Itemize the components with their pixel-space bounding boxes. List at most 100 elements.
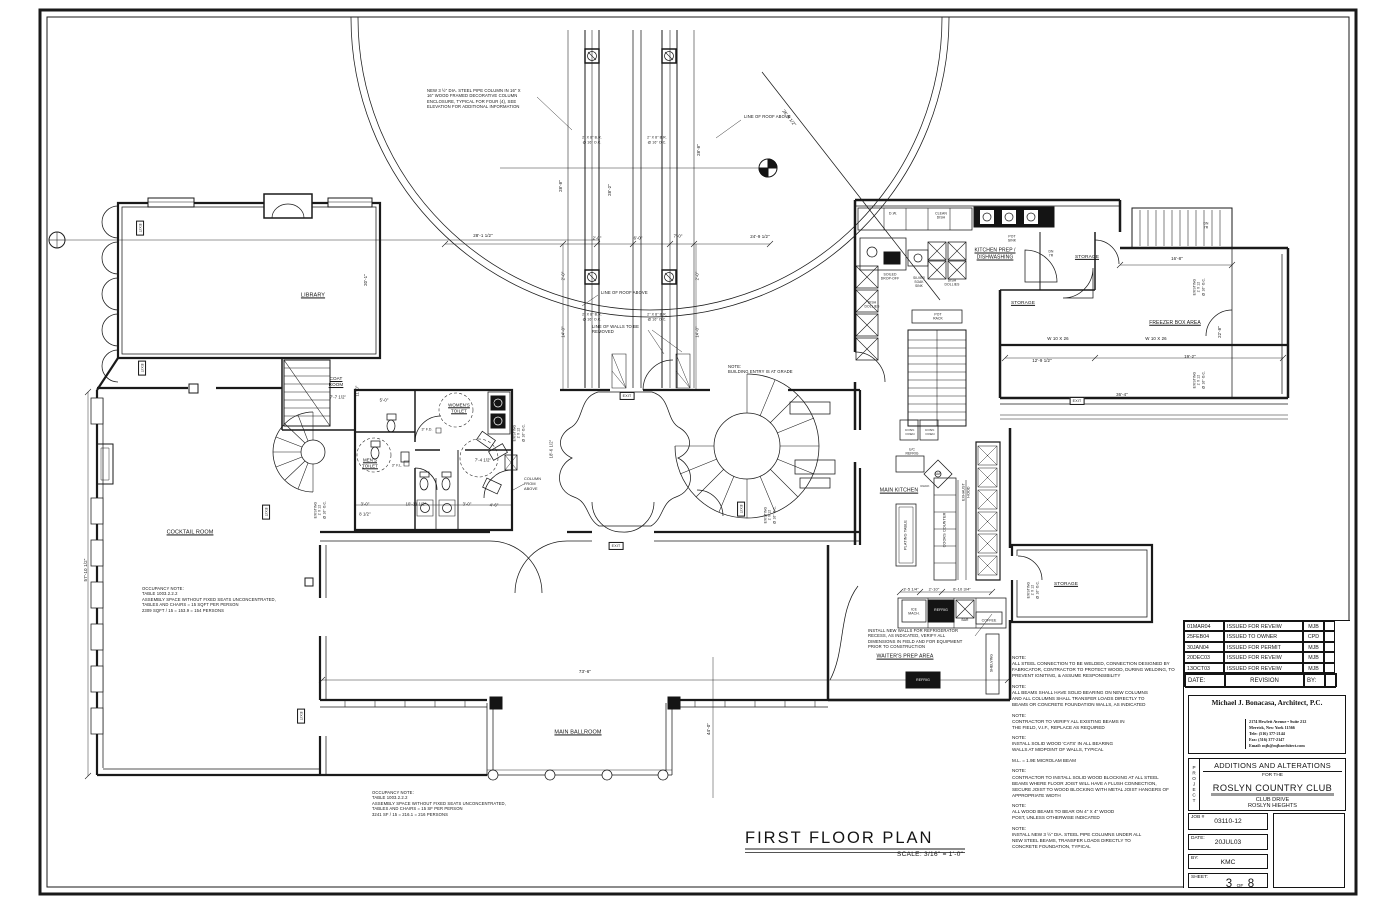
project-line5: ROSLYN HIEGHTS [1247,803,1297,809]
sheet-of: OF [1236,884,1244,889]
note-refrigerator-recess: INSTALL NEW WALLS FOR REFRIGERATOR RECES… [868,628,963,650]
room-label-kitchen-prep: KITCHEN PREP / DISHWASHING [974,247,1016,261]
project-box: PROJECT ADDITIONS AND ALTERATIONS FOR TH… [1188,758,1346,811]
revision-cell: 13OCT03 [1184,662,1224,673]
occupancy-note-cocktail: OCCUPANCY NOTE: TABLE 1003.2.2.2 ASSEMBL… [142,586,276,613]
exit-sign: EXIT [135,220,145,236]
revision-header-by: BY: [1304,673,1325,688]
plan-label: BAR [934,471,942,476]
plan-label: 8 1/2" [359,511,371,517]
plan-label: 11'-0" [354,385,360,397]
coat-room-stairs [273,358,355,492]
plan-label: ICE MACH. [908,607,920,616]
exit-sign: EXIT [619,391,635,401]
plan-label: EXISTING 2 X 12 @ 16" O.C. [1026,580,1040,600]
plan-label: 6'-0" [633,235,643,241]
revision-cell: MJB [1303,662,1324,673]
plan-label: 16'-8" [1171,256,1183,262]
room-label-mens-toilet: MEN'S TOILET [362,457,378,468]
general-note: NOTE: INSTALL NEW 3 ½" DIA. STEEL PIPE C… [1012,825,1142,850]
plan-label: 14'-0" [560,326,566,338]
general-note: NOTE: INSTALL SOLID WOOD 'CATS' IN ALL B… [1012,735,1114,753]
architect-name: Michael J. Bonacasa, Architect, P.C. [1211,699,1323,707]
grid-bubble-west [49,232,600,248]
job-label: JOB # [1191,815,1205,820]
project-title: ADDITIONS AND ALTERATIONS FOR THE ROSLYN… [1200,759,1345,810]
general-note: NOTE: ALL BEAMS SHALL HAVE SOLID BEARING… [1012,683,1148,707]
exit-sign: EXIT [261,504,271,520]
revision-cell: 25FEB04 [1184,631,1224,642]
toilet-rooms [355,390,524,530]
plan-label: REFRIG [914,678,932,684]
exit-sign: EXIT [608,541,624,551]
revision-cell [1324,641,1335,653]
plan-label: 24'-9 1/2" [750,234,770,240]
revision-cell: ISSUED FOR REVEIW [1224,621,1303,632]
plan-label: 18'-6 1/2" [548,439,554,459]
sheet-border [40,10,1356,894]
plan-label: PLATING TABLE [903,520,908,550]
project-line1: ADDITIONS AND ALTERATIONS [1203,761,1342,772]
revision-cell: ISSUED TO OWNER [1224,631,1303,642]
plan-label: 28'-8" [696,144,702,156]
plan-label: 20'-1" [363,274,369,286]
plan-label: EXISTING 2 X 12 @ 16" O.C. [1192,277,1206,297]
exit-sign: EXIT [296,708,306,724]
note-decorative-column: NEW 3 ½" DIA. STEEL PIPE COLUMN IN 16" X… [427,88,521,110]
plan-label: COFFEE [981,618,997,623]
plan-label: 5'-0" [379,397,389,403]
revision-cell [1324,621,1335,632]
note-walls-removed: LINE OF WALLS TO BE REMOVED [592,324,639,335]
plan-label: DN 7R [1048,249,1054,258]
room-label-main-ballroom: MAIN BALLROOM [554,729,602,736]
note-building-entry: NOTE: BUILDING ENTRY IS AT GRADE [728,364,793,375]
plan-label: 2'-0" [592,235,602,241]
date-value: 20JUL03 [1214,839,1242,846]
plan-label: BAR [961,617,969,622]
plan-label: 6'-10 3/4" [953,586,971,592]
kitchen-equipment [856,207,1054,595]
revision-header-revision: REVISION [1225,673,1304,688]
plan-label: SOILED DROP-OFF [880,272,900,281]
architect-address-line: Merrick, New York 11566 [1249,724,1295,730]
plan-label: EXISTING 2 X 12 @ 16" O.C. [763,505,777,525]
room-label-library: LIBRARY [300,292,326,299]
sheet-number-box: SHEET: 3 OF 8 [1188,873,1268,890]
plan-label: POT SINK [1007,234,1017,243]
plan-label: COOKS COUNTER [942,512,947,548]
waiters-prep-walls [828,428,1010,700]
plan-label: 3" F.D. [421,427,433,432]
plan-label: 2'-10" [928,586,940,592]
plan-label: W 10 X 26 [1145,336,1167,342]
revision-cell: 20DEC03 [1184,652,1224,663]
room-label-waiters-prep-area: WAITER'S PREP AREA [876,653,934,660]
exit-sign: EXIT [137,360,147,376]
note-column-from-above: COLUMN FROM ABOVE [524,477,542,491]
architect-address-line: Fax: (516) 377-2147 [1249,736,1285,742]
ballroom-north-wall [320,502,860,593]
plan-label: U/C REFRIG [905,447,919,456]
drawn-by-box: BY: KMC [1188,854,1268,869]
stamp-area [1273,813,1345,888]
occupancy-note-ballroom: OCCUPANCY NOTE: TABLE 1003.2.2.2 ASSEMBL… [372,790,506,817]
plan-label: RACK [920,483,930,488]
general-note: NOTE: CONTRACTOR TO VERIFY ALL EXISTING … [1012,712,1125,730]
plan-label: DISH DOLLIES [864,300,880,309]
plan-label: 2" X 8" B.R. @ 16" O.C. [647,135,667,144]
dimension-lines-top [442,241,773,390]
plan-label: 12'-9 1/2" [1032,358,1052,364]
plan-label: D.W. [888,211,898,216]
drawing-scale: SCALE: 3/16" = 1'-0" [897,851,964,858]
plan-label: EXHAUST HOOD [961,483,970,501]
ballroom-terrace [320,697,1010,780]
room-label-womens-toilet: WOMEN'S TOILET [448,402,470,413]
plan-label: DISH DOLLIES [944,278,960,287]
revision-cell [1324,662,1335,673]
revision-table-header: DATE: REVISION BY: [1184,672,1337,688]
revision-cell: MJB [1303,641,1324,653]
